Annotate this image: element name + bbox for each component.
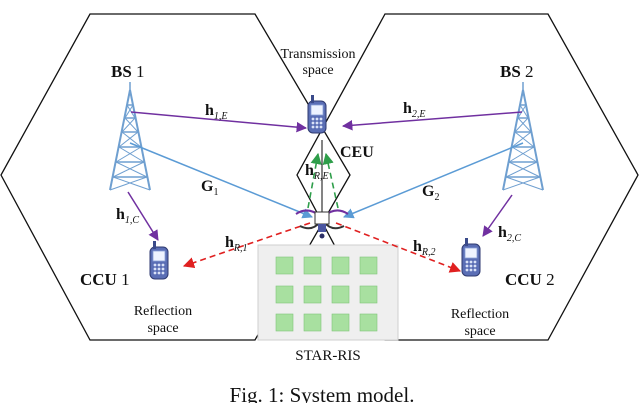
- link-hR2: [335, 222, 462, 273]
- figure-caption: Fig. 1: System model.: [230, 383, 415, 403]
- bs1-tower-icon: [109, 81, 151, 191]
- link-h2E: [341, 111, 523, 131]
- channel-label-hRE: hR,E: [305, 162, 329, 182]
- ccu1-label: CCU 1: [80, 270, 130, 289]
- link-h1C: [127, 191, 159, 241]
- cell-outlines: [0, 13, 639, 341]
- link-hRE-left: [307, 152, 322, 209]
- channel-links: [127, 111, 524, 273]
- ccu1-phone-icon: [149, 240, 169, 280]
- reflection-space-1-line1: Reflection: [134, 304, 192, 319]
- bs1-label: BS 1: [111, 62, 145, 81]
- reflection-space-1-line2: space: [147, 321, 178, 336]
- ccu2-label: CCU 2: [505, 270, 555, 289]
- link-h1E: [130, 111, 308, 133]
- transmission-space-label-line2: space: [302, 63, 333, 78]
- bs2-label: BS 2: [500, 62, 534, 81]
- ceu-label: CEU: [340, 144, 374, 161]
- ccu2-phone-icon: [461, 237, 481, 277]
- reflection-space-2-line1: Reflection: [451, 307, 509, 322]
- star-ris-panel: [257, 244, 399, 341]
- reflection-space-2-line2: space: [464, 324, 495, 339]
- channel-label-h1E: h1,E: [205, 102, 228, 122]
- transmission-space-label-line1: Transmission: [281, 47, 356, 62]
- link-hR1: [182, 222, 311, 269]
- ceu-phone-icon: [307, 94, 327, 134]
- bs2-tower-icon: [502, 81, 544, 191]
- link-G1: [129, 142, 313, 219]
- channel-label-hR2: hR,2: [413, 238, 436, 258]
- star-ris-label: STAR-RIS: [295, 348, 360, 364]
- link-G2: [343, 142, 524, 219]
- cell-2-hexagon: [296, 13, 639, 341]
- channel-label-G1: G1: [201, 178, 218, 198]
- channel-label-h2E: h2,E: [403, 100, 426, 120]
- channel-label-hR1: hR,1: [225, 234, 248, 254]
- channel-label-G2: G2: [422, 183, 439, 203]
- ris-element-grid: [275, 256, 378, 332]
- link-h2C: [482, 194, 513, 237]
- channel-label-h2C: h2,C: [498, 224, 521, 244]
- star-ris-antenna-icon: [295, 140, 349, 239]
- channel-label-h1C: h1,C: [116, 206, 139, 226]
- cell-1-hexagon: [0, 13, 351, 341]
